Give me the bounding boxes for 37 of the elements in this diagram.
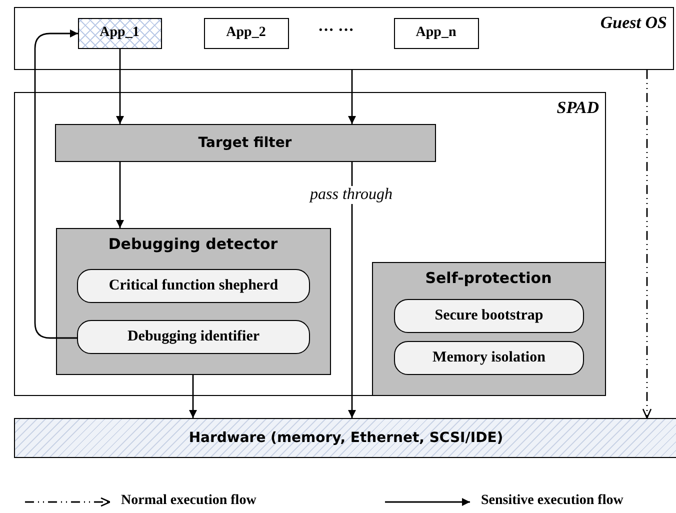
component-box <box>77 320 310 354</box>
hardware-bar <box>14 418 676 458</box>
edge-label: pass through <box>308 186 395 204</box>
box-label: Memory isolation <box>432 350 546 366</box>
legend-label: Sensitive execution flow <box>481 493 624 509</box>
app-box <box>78 18 162 48</box>
ellipsis-text: ··· ··· <box>318 22 354 40</box>
arrow <box>189 375 197 418</box>
component-box <box>394 341 584 375</box>
arrow <box>116 49 124 124</box>
box-label: App_n <box>414 25 458 41</box>
module-box <box>372 262 606 396</box>
component-box <box>77 269 310 303</box>
module-box <box>54 124 436 162</box>
container-title: Guest OS <box>600 13 667 33</box>
container-title: SPAD <box>556 98 599 118</box>
arrow <box>116 162 124 228</box>
arrow <box>348 162 356 418</box>
container-box <box>14 7 674 70</box>
box-label: Debugging detector <box>107 234 279 252</box>
box-label: Secure bootstrap <box>434 308 544 324</box>
box-label: App_1 <box>98 25 140 41</box>
arrow <box>34 30 78 339</box>
legend-label: Normal execution flow <box>121 493 256 509</box>
container-box <box>14 92 606 396</box>
box-label: Target filter <box>197 134 293 150</box>
box-label: Self-protection <box>424 268 553 286</box>
box-label: Critical function shepherd <box>108 278 280 294</box>
app-box <box>204 18 288 48</box>
dashed-arrow <box>642 70 652 419</box>
app-box <box>394 18 478 48</box>
arrow <box>348 70 356 124</box>
component-box <box>394 299 584 333</box>
box-label: Debugging identifier <box>126 328 261 346</box>
box-label: Hardware (memory, Ethernet, SCSI/IDE) <box>188 430 504 446</box>
box-label: App_2 <box>225 25 267 41</box>
module-box <box>56 228 330 374</box>
